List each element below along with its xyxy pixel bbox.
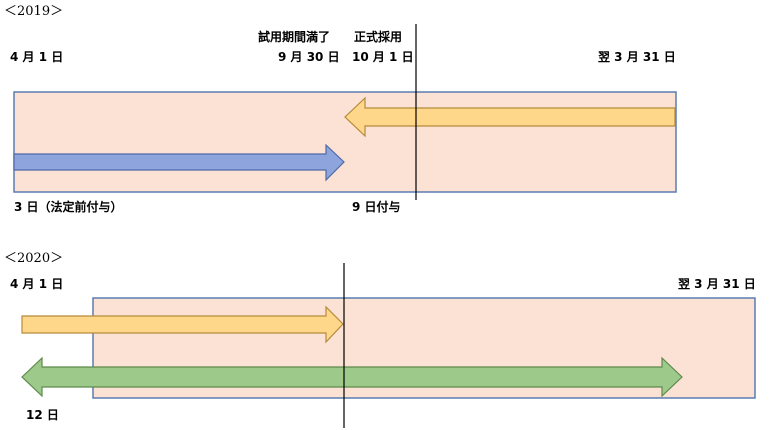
end-date-label-2020: 翌 3 月 31 日: [678, 277, 756, 291]
year-label-2020: ＜2020＞: [4, 251, 64, 266]
arrow-double-green-2020: [21, 356, 683, 398]
total-days-label-2020: 12 日: [26, 408, 59, 422]
start-date-label-2019: 4 月 1 日: [10, 50, 64, 64]
arrow-right-blue-2019: [13, 143, 345, 182]
end-date-label-2019: 翌 3 月 31 日: [598, 50, 676, 64]
probation-end-date: 9 月 30 日: [278, 50, 340, 64]
year-label-2019: ＜2019＞: [4, 4, 64, 19]
probation-end-caption: 試用期間満了: [258, 30, 331, 44]
hire-grant-label: 9 日付与: [352, 200, 401, 214]
hire-date: 10 月 1 日: [352, 50, 414, 64]
arrow-right-orange-2020: [21, 305, 344, 344]
period-box-2019: [13, 91, 677, 193]
hire-caption: 正式採用: [354, 30, 403, 44]
arrow-left-orange-2019: [344, 96, 676, 138]
statutory-grant-label: 3 日（法定前付与）: [14, 200, 123, 214]
start-date-label-2020: 4 月 1 日: [10, 277, 64, 291]
